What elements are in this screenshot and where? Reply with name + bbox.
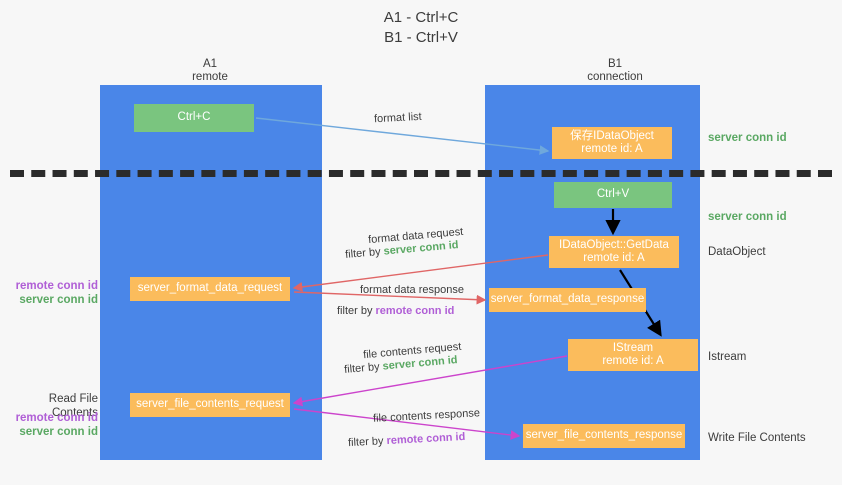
note-remote-conn-id-2: remote conn id: [15, 412, 98, 424]
filter-by-label-2: filter by: [337, 305, 376, 317]
node-server-file-contents-request[interactable]: server_file_contents_request: [130, 393, 290, 417]
filter-by-label-4: filter by: [347, 435, 387, 450]
phase-divider: [10, 170, 832, 177]
node-idataobject-getdata[interactable]: IDataObject::GetData remote id: A: [549, 236, 679, 268]
note-dataobject: DataObject: [708, 246, 766, 258]
arrow-file-contents-request: [292, 355, 568, 407]
arrow-format-list: [255, 117, 550, 155]
node-ctrl-v[interactable]: Ctrl+V: [554, 182, 672, 208]
caption-format-data-response: format data response: [360, 284, 464, 296]
node-server-format-data-response[interactable]: server_format_data_response: [489, 288, 646, 312]
note-conn-ids-format: remote conn id server conn id: [8, 279, 98, 307]
arrow-format-data-response: [293, 291, 487, 305]
remote-conn-id-token: remote conn id: [375, 305, 455, 317]
note-conn-ids-file: remote conn id server conn id: [8, 411, 98, 439]
note-read-file-contents: Read File Contents: [48, 393, 98, 419]
note-server-conn-id-top: server conn id: [708, 132, 787, 144]
node-istream[interactable]: IStream remote id: A: [568, 339, 698, 371]
note-write-file-contents: Write File Contents: [708, 432, 806, 444]
lane-header-b1: B1 connection: [587, 58, 643, 83]
note-server-conn-id: server conn id: [19, 294, 98, 306]
note-istream: Istream: [708, 351, 747, 363]
caption-format-list: format list: [373, 110, 422, 126]
filter-by-label: filter by: [344, 245, 385, 261]
node-server-format-data-request[interactable]: server_format_data_request: [130, 277, 290, 301]
arrow-file-contents-response: [293, 408, 521, 440]
node-ctrl-c[interactable]: Ctrl+C: [134, 104, 254, 132]
arrow-format-data-request: [292, 254, 549, 292]
node-server-file-contents-response[interactable]: server_file_contents_response: [523, 424, 685, 448]
note-server-conn-id-2: server conn id: [19, 426, 98, 438]
filter-by-label-3: filter by: [343, 360, 384, 376]
page-title: A1 - Ctrl+C B1 - Ctrl+V: [383, 9, 459, 46]
caption-format-data-response-filter: filter by remote conn id: [337, 304, 454, 318]
node-save-idataobject[interactable]: 保存IDataObject remote id: A: [552, 127, 672, 159]
note-remote-conn-id: remote conn id: [15, 280, 98, 292]
note-server-conn-id-second: server conn id: [708, 211, 787, 223]
lane-header-a1: A1 remote: [192, 58, 228, 83]
